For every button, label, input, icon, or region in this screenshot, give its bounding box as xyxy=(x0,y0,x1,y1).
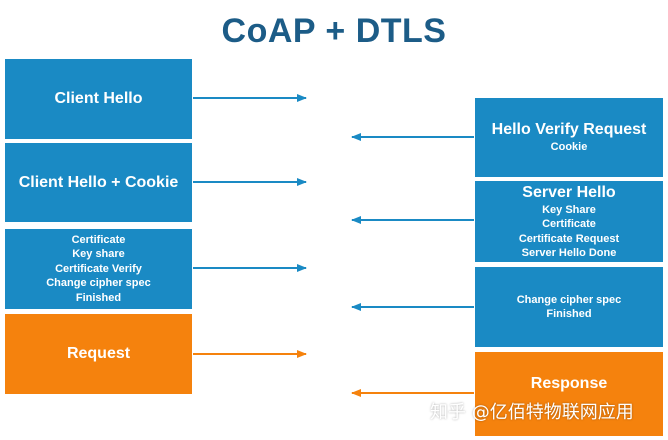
client-change-cipher-spec-label: Change cipher spec xyxy=(46,277,151,290)
client-hello-label: Client Hello xyxy=(54,90,143,107)
server-hello-label: Server Hello xyxy=(522,183,616,201)
client-certificate-verify-label: Certificate Verify xyxy=(55,262,142,275)
server-finished-label: Finished xyxy=(546,308,592,320)
client-certificate-label: Certificate xyxy=(71,233,126,246)
watermark: 知乎 @亿佰特物联网应用 xyxy=(430,402,634,423)
diagram-title: CoAP + DTLS xyxy=(221,12,447,50)
server-certificate-label: Certificate xyxy=(542,218,596,230)
hello-verify-request-label: Hello Verify Request xyxy=(491,121,647,139)
client-hello-box: Client Hello xyxy=(5,59,192,139)
request-label: Request xyxy=(66,345,131,362)
server-hello-done-label: Server Hello Done xyxy=(521,247,617,259)
cookie-label: Cookie xyxy=(550,141,588,154)
client-hello-cookie-box: Client Hello + Cookie xyxy=(5,143,192,222)
client-hello-cookie-label: Client Hello + Cookie xyxy=(18,173,179,191)
response-label: Response xyxy=(530,375,608,392)
response-box: Response xyxy=(475,352,663,436)
certificate-request-label: Certificate Request xyxy=(518,232,620,245)
hello-verify-request-box: Hello Verify Request Cookie xyxy=(475,98,663,177)
client-finished-box: Certificate Key share Certificate Verify… xyxy=(5,229,192,309)
server-key-share-label: Key Share xyxy=(542,203,596,216)
client-key-share-label: Key share xyxy=(72,248,125,261)
request-box: Request xyxy=(5,314,192,394)
server-hello-box: Server Hello Key Share Certificate Certi… xyxy=(475,181,663,262)
server-change-cipher-spec-label: Change cipher spec xyxy=(516,293,622,306)
server-finished-box: Change cipher spec Finished xyxy=(475,267,663,347)
client-finished-label: Finished xyxy=(75,291,122,304)
